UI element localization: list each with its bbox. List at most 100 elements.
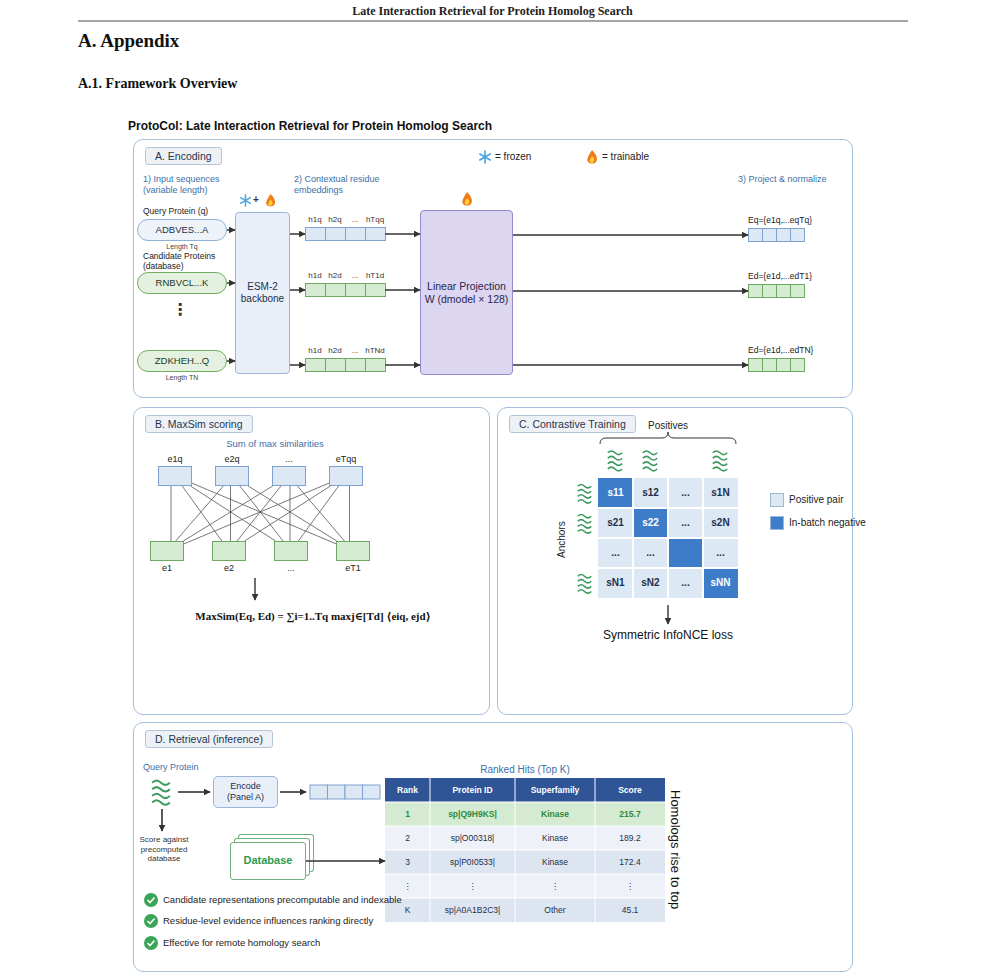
node-label: h2q <box>325 215 345 224</box>
node-label: hTqq <box>365 215 385 224</box>
flow-arrow <box>385 364 420 366</box>
flow-arrow <box>385 289 420 291</box>
embedding-cell <box>365 227 386 241</box>
similarity-matrix <box>668 538 703 568</box>
projection-box: Linear Projection W (dmodel × 128) <box>420 210 513 375</box>
flow-arrow <box>513 234 748 236</box>
node-label: ESM-2 backbone <box>236 281 289 305</box>
node-label: ... <box>345 271 365 280</box>
node-label: Database <box>241 854 296 867</box>
embedding-row: Ed={e1d,...edTN} <box>748 358 804 372</box>
section-heading: A. Appendix <box>78 30 378 53</box>
results-table-fill <box>385 874 665 875</box>
embedding-cell <box>776 284 791 298</box>
flow-arrow <box>385 233 420 235</box>
protein-icon <box>713 451 727 471</box>
embedding-cell <box>305 227 326 241</box>
results-table-fill <box>385 874 665 898</box>
node-label: h1d <box>305 346 325 355</box>
embedding-row: h1qh2q...hTqq <box>305 227 385 241</box>
node-label: Eq={e1q,...eqTq} <box>748 215 812 225</box>
node-label: e1q <box>167 454 182 464</box>
embedding-cell <box>325 227 346 241</box>
node-label: Ed={e1d,...edT1} <box>748 271 812 281</box>
embedding-cell <box>748 228 763 242</box>
node-label: ... <box>287 563 295 573</box>
similarity-matrix <box>598 537 738 539</box>
snowflake-icon <box>241 195 251 206</box>
results-table-fill <box>385 826 665 850</box>
query-embedding-cells <box>310 785 380 799</box>
similarity-matrix <box>703 568 738 598</box>
embedding-cell <box>776 358 791 372</box>
results-table-fill <box>385 826 665 827</box>
check-icon <box>144 936 158 950</box>
protein-icon <box>608 451 622 471</box>
results-table-fill <box>385 778 665 922</box>
sequence-box: ADBVES...A <box>137 219 227 241</box>
check-icon <box>148 941 155 946</box>
flow-arrow <box>513 290 748 292</box>
section-heading: A.1. Framework Overview <box>78 76 478 93</box>
embedding-row: Eq={e1q,...eqTq} <box>748 228 804 242</box>
embedding-cell <box>345 283 366 297</box>
flow-arrow <box>667 605 668 624</box>
embedding-cell: e1q <box>158 466 192 486</box>
node-label: RNBVCL...K <box>153 277 212 288</box>
results-table-fill <box>385 898 665 899</box>
results-table-fill <box>385 802 665 803</box>
similarity-line <box>184 483 329 544</box>
flow-arrow <box>306 860 385 862</box>
similarity-line <box>237 486 281 541</box>
panel-heading: B. MaxSim scoring <box>145 415 253 433</box>
query-embedding-cells <box>345 785 363 799</box>
similarity-line <box>240 486 283 541</box>
similarity-line <box>176 486 224 541</box>
embedding-cell <box>345 227 366 241</box>
results-table-fill <box>595 778 596 922</box>
embedding-cell <box>325 358 346 372</box>
flow-arrow <box>280 791 306 793</box>
node-label: Ranked Hits (Top K) <box>480 764 569 775</box>
header-rule <box>78 21 908 22</box>
results-table: Ranked Hits (Top K) <box>385 778 665 922</box>
embedding-cell: e2 <box>212 541 246 561</box>
protein-icon <box>643 451 657 471</box>
similarity-line <box>349 486 350 541</box>
embedding-cell <box>776 228 791 242</box>
embedding-cell <box>325 283 346 297</box>
query-embedding-cells <box>363 785 381 799</box>
protein-icon <box>152 781 170 805</box>
process-box: Encode (Panel A) <box>213 776 278 808</box>
flow-arrow <box>290 289 305 291</box>
similarity-line <box>248 486 337 541</box>
similarity-matrix <box>598 478 738 598</box>
similarity-matrix <box>633 508 668 538</box>
node-label: eT1 <box>345 563 361 573</box>
results-table-fill <box>515 778 516 922</box>
flow-arrow <box>227 282 235 284</box>
embedding-cell <box>365 283 386 297</box>
embedding-cell <box>305 358 326 372</box>
flow-arrow <box>161 809 163 831</box>
similarity-matrix <box>598 507 738 509</box>
similarity-matrix <box>598 478 738 598</box>
results-table-fill <box>385 898 665 922</box>
node-label: e2q <box>224 454 239 464</box>
embedding-cell <box>345 358 366 372</box>
flow-arrow <box>290 364 305 366</box>
check-icon <box>144 893 158 907</box>
check-icon <box>148 898 155 903</box>
embedding-cell <box>762 228 777 242</box>
embedding-cell <box>748 358 763 372</box>
node-label: Ed={e1d,...edTN} <box>748 345 813 355</box>
results-table-fill <box>385 802 665 826</box>
node-label: eTqq <box>336 454 357 464</box>
embedding-cell <box>790 284 805 298</box>
protein-icon <box>578 485 592 504</box>
node-label: ADBVES...A <box>153 224 212 235</box>
figure-title: ProtoCol: Late Interaction Retrieval for… <box>128 119 492 133</box>
embedding-cell <box>790 358 805 372</box>
embedding-cell <box>305 283 326 297</box>
results-table-fill <box>385 850 665 874</box>
